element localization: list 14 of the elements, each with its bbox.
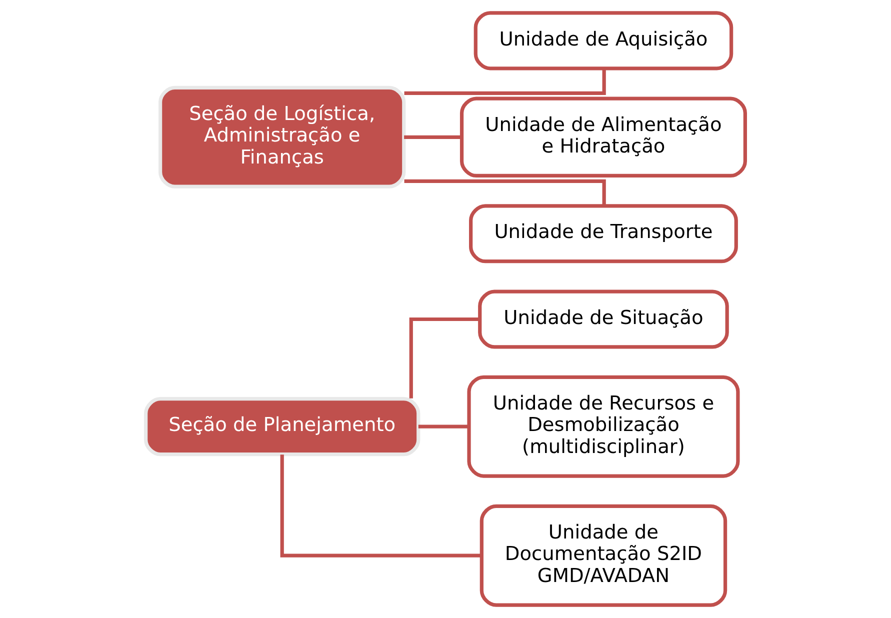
node-box: Seção de Logística, Administração e Finanças (158, 86, 406, 188)
node-box: Unidade de Transporte (469, 204, 738, 264)
node-box: Unidade de Documentação S2ID GMD/AVADAN (480, 504, 728, 607)
connector (404, 68, 606, 95)
connector (409, 317, 480, 398)
node-box: Unidade de Aquisição (474, 11, 734, 70)
node-box: Unidade de Situação (478, 290, 729, 349)
node-box: Unidade de Alimentação e Hidratação (460, 96, 747, 178)
connector (418, 424, 468, 428)
node-box: Unidade de Recursos e Desmobilização (multidisciplinar) (467, 375, 740, 478)
connector (404, 135, 462, 139)
connector (404, 179, 606, 206)
node-box: Seção de Planejamento (144, 397, 420, 456)
connector (280, 454, 482, 558)
